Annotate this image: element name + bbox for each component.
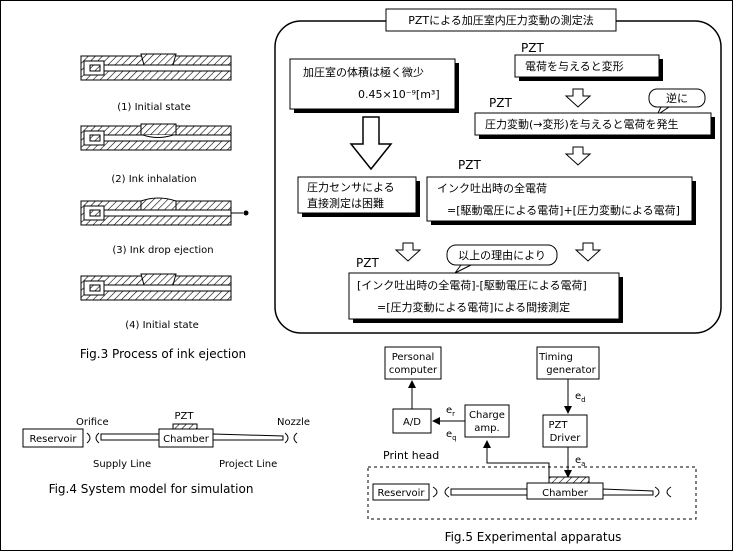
fig5-caption: Fig.5 Experimental apparatus [445, 530, 622, 544]
fig5-orifice-icon [432, 486, 450, 498]
pzt-charge-text: 圧力変動(→変形)を与えると電荷を発生 [485, 117, 678, 131]
fig5-pzt-element [548, 476, 590, 484]
print-head-cross-section-4 [80, 273, 232, 301]
flowchart-title-box [385, 8, 617, 32]
pzt-element [172, 423, 198, 430]
pzt-label: PZT [175, 411, 195, 422]
timing-generator-line-2: generator [546, 365, 596, 376]
fig5-diagram: Personal computer Timing generator A/D C… [367, 346, 697, 544]
orifice-symbol-icon [86, 432, 100, 444]
pzt-charge-box [474, 112, 712, 136]
fig5-reservoir-label: Reservoir [377, 488, 425, 499]
ad-converter-label: A/D [403, 417, 421, 428]
print-head-frame [367, 466, 697, 520]
supply-line-tube [100, 433, 160, 441]
down-arrow-icon [574, 242, 602, 262]
e-a-label: ea [575, 455, 585, 468]
ink-drop-icon [243, 210, 249, 216]
print-head-cross-section-1 [80, 53, 232, 81]
personal-computer-box [384, 346, 442, 380]
flowchart-title: PZTによる加圧室内圧力変動の測定法 [408, 13, 594, 27]
pzt-label-4: PZT [356, 256, 379, 270]
step-label-2: (2) Ink inhalation [111, 174, 196, 185]
result-line-1: [インク吐出時の全電荷]-[駆動電圧による電荷] [357, 278, 587, 292]
pzt-driver-box [542, 414, 588, 448]
down-arrow-icon [564, 146, 592, 166]
pzt-deform-text: 電荷を与えると変形 [525, 59, 624, 73]
reservoir-box [22, 428, 84, 448]
down-arrow-icon [394, 242, 422, 262]
reverse-bubble [648, 88, 706, 108]
step-label-3: (3) Ink drop ejection [112, 245, 213, 256]
pzt-label-1: PZT [521, 41, 544, 55]
volume-line-2: 0.45×10⁻⁹[m³] [358, 88, 440, 101]
personal-computer-line-2: computer [389, 365, 438, 376]
big-down-arrow-icon [349, 116, 393, 171]
sensor-box [297, 176, 417, 214]
nozzle-label: Nozzle [277, 417, 310, 428]
e-r-label: er [446, 405, 455, 418]
total-charge-line-1: インク吐出時の全電荷 [437, 181, 547, 195]
pzt-driver-line-2: Driver [550, 433, 582, 444]
down-arrow-icon [564, 88, 592, 108]
orifice-label: Orifice [76, 417, 109, 428]
fig3-caption: Fig.3 Process of ink ejection [80, 347, 246, 361]
supply-line-label: Supply Line [93, 459, 151, 470]
pzt-deform-box [514, 54, 660, 78]
pzt-label-3: PZT [458, 158, 481, 172]
print-head-cross-section-3 [80, 197, 249, 226]
fig5-reservoir-box [372, 483, 430, 501]
pzt-label-2: PZT [489, 96, 512, 110]
project-line-label: Project Line [219, 459, 277, 470]
sensor-line-1: 圧力センサによる [307, 181, 395, 194]
volume-line-1: 加圧室の体積は極く微少 [303, 65, 424, 79]
measurement-flowchart: PZTによる加圧室内圧力変動の測定法 加圧室の体積は極く微少 0.45×10⁻⁹… [274, 8, 722, 334]
timing-generator-line-1: Timing [538, 352, 573, 363]
charge-amp-line-2: amp. [474, 423, 499, 434]
nozzle-symbol-icon [284, 432, 298, 444]
project-line-tube [212, 433, 284, 441]
total-charge-box [426, 176, 693, 222]
fig5-chamber-label: Chamber [542, 488, 589, 499]
fig4-diagram: Reservoir Orifice PZT Chamber Nozzle Sup… [22, 411, 310, 496]
reason-bubble [446, 244, 558, 266]
sensor-line-2: 直接測定は困難 [307, 196, 384, 210]
chamber-label: Chamber [163, 434, 210, 445]
print-head-cross-section-2 [80, 123, 232, 151]
reason-bubble-text: 以上の理由により [458, 248, 546, 262]
print-head-label: Print head [383, 449, 439, 462]
fig3-diagram: (1) Initial state (2) Ink inhalation (3)… [80, 53, 249, 361]
e-d-label: ed [575, 391, 586, 404]
result-line-2: =[圧力変動による電荷]による間接測定 [377, 300, 570, 314]
step-label-4: (4) Initial state [125, 320, 199, 331]
charge-amp-line-1: Charge [469, 410, 505, 421]
fig4-caption: Fig.4 System model for simulation [49, 482, 254, 496]
total-charge-line-2: =[駆動電圧による電荷]+[圧力変動による電荷] [447, 203, 680, 217]
personal-computer-line-1: Personal [392, 352, 435, 363]
e-q-label: eq [446, 429, 457, 442]
reservoir-label: Reservoir [29, 434, 77, 445]
volume-box [289, 58, 456, 110]
fig5-nozzle-icon [654, 486, 672, 498]
reverse-bubble-text: 逆に [666, 91, 688, 105]
result-box [348, 272, 620, 320]
pzt-driver-line-1: PZT [549, 420, 569, 431]
step-label-1: (1) Initial state [117, 102, 191, 113]
